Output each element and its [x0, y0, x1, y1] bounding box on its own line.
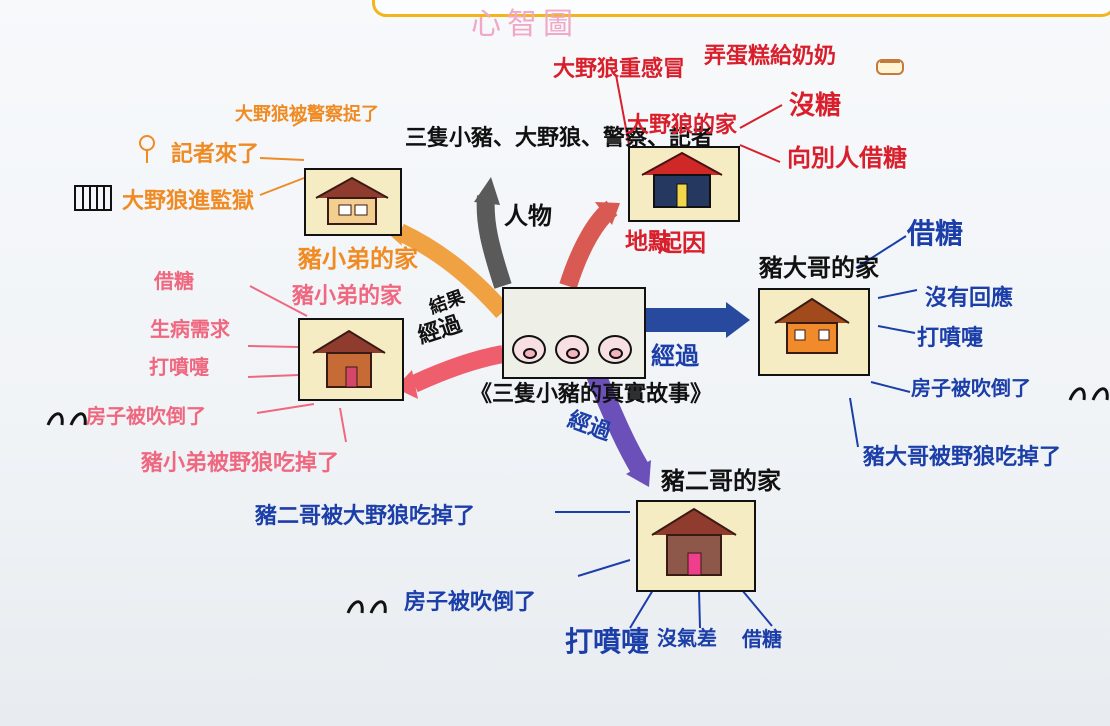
house-icon [774, 297, 850, 354]
bottom-out-of-breath: 沒氣差 [657, 626, 717, 650]
bottom-sneeze: 打噴嚏 [565, 625, 650, 658]
right-borrow-sugar: 借糖 [907, 217, 964, 250]
no-sugar-label: 沒糖 [789, 91, 842, 121]
house-icon [651, 507, 737, 576]
little-pig-house-label: 豬小弟的家 [292, 284, 403, 309]
right-no-response: 沒有回應 [925, 286, 1014, 311]
wind-icon [46, 412, 87, 426]
wolf-caught-label: 大野狼被警察捉了 [235, 104, 379, 125]
borrow-sugar-label: 向別人借糖 [787, 144, 907, 172]
left-house-blown-down: 房子被吹倒了 [86, 404, 206, 428]
right-sneeze: 打噴嚏 [917, 326, 984, 351]
reporter-label: 記者來了 [171, 142, 260, 167]
pig-face-3 [598, 335, 632, 364]
pig-face-1 [512, 335, 546, 364]
big-pig-house-label: 豬大哥的家 [759, 254, 879, 282]
role-label: 人物 [504, 202, 552, 230]
jail-label: 大野狼進監獄 [122, 189, 255, 214]
right-house-blown-down: 房子被吹倒了 [911, 376, 1031, 400]
bottom-house-blown-down: 房子被吹倒了 [404, 590, 537, 615]
wind-icon [346, 600, 387, 614]
cold-label: 大野狼重感冒 [553, 57, 686, 82]
cause-label: 起因 [658, 229, 706, 257]
house-icon [312, 329, 386, 388]
pig-face-2 [555, 335, 589, 364]
house-icon [315, 176, 389, 225]
jail-icon [74, 185, 112, 211]
middle-pig-house-label: 豬二哥的家 [661, 467, 781, 495]
left-borrow-sugar: 借糖 [154, 269, 194, 293]
wind-icon [1068, 387, 1109, 401]
left-little-pig-eaten: 豬小弟被野狼吃掉了 [141, 451, 340, 476]
right-process-label: 經過 [651, 342, 699, 370]
top-yellow-frame [372, 0, 1110, 17]
three-pigs-picture [502, 287, 646, 379]
characters-label: 三隻小豬、大野狼、警察、記者 [405, 126, 714, 151]
wolf-house-label: 大野狼的家 [627, 113, 738, 138]
cake-label: 弄蛋糕給奶奶 [704, 44, 837, 69]
left-sneeze: 打噴嚏 [149, 355, 209, 379]
middle-pig-eaten: 豬二哥被大野狼吃掉了 [255, 504, 476, 529]
little-pig-house-label-top: 豬小弟的家 [298, 245, 418, 273]
place-label: 地點 [625, 229, 671, 255]
microphone-icon [139, 135, 155, 163]
bottom-borrow-sugar: 借糖 [742, 627, 782, 651]
left-illness-need: 生病需求 [150, 317, 230, 341]
main-story-title: 《三隻小豬的真實故事》 [470, 382, 713, 407]
big-pig-eaten: 豬大哥被野狼吃掉了 [863, 445, 1062, 470]
mind-map-title: 心智圖 [471, 7, 579, 42]
cake-icon [876, 59, 904, 75]
house-icon [641, 151, 723, 208]
